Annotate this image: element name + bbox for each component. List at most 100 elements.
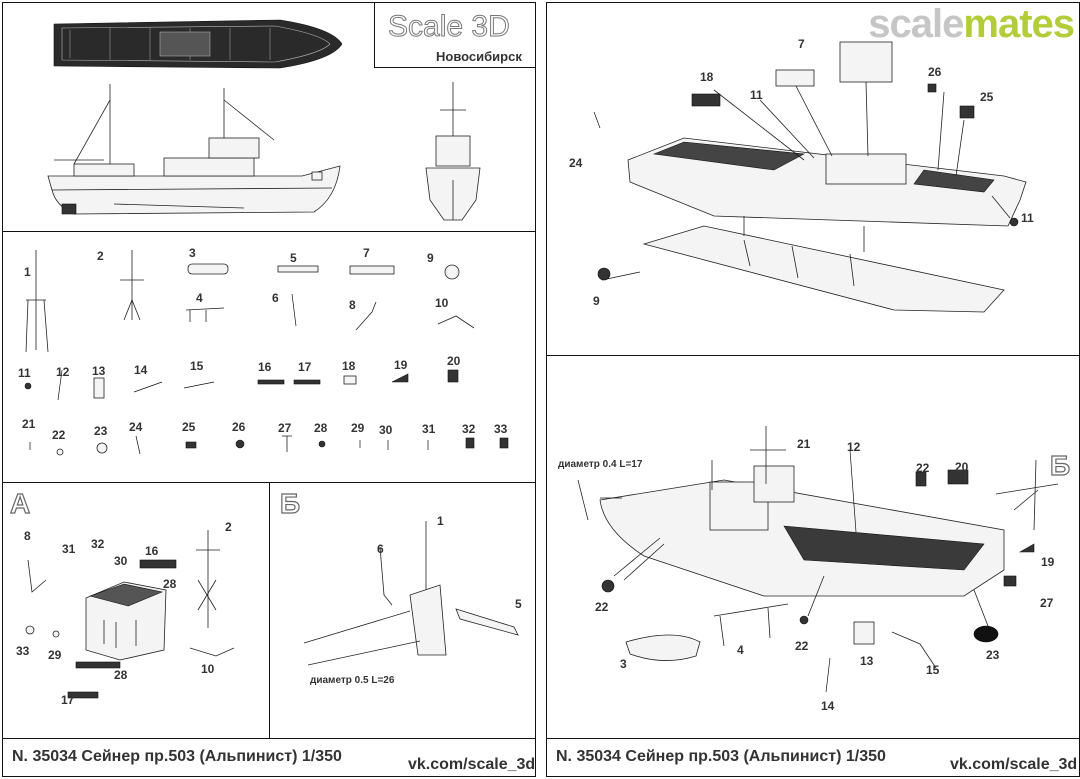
assembly-b-drawing [303, 521, 519, 666]
part-label-12: 12 [56, 365, 70, 379]
part-label-14: 14 [134, 363, 148, 377]
b-label-5: 5 [515, 597, 522, 611]
final-label-27: 27 [1040, 596, 1054, 610]
a-label-16: 16 [145, 544, 159, 558]
final-label-22c: 22 [795, 639, 809, 653]
a-label-28a: 28 [163, 577, 177, 591]
a-label-32: 32 [91, 537, 105, 551]
part-18 [343, 375, 357, 385]
part-label-27: 27 [278, 421, 292, 435]
part-10 [437, 315, 475, 329]
a-label-30: 30 [114, 554, 128, 568]
part-label-25: 25 [182, 420, 196, 434]
assembly-a-drawing [25, 530, 235, 699]
part-label-7: 7 [363, 246, 370, 260]
part-9 [444, 264, 460, 280]
left-outer-frame [2, 2, 536, 777]
final-label-15: 15 [926, 663, 940, 677]
part-label-4: 4 [196, 291, 203, 305]
a-label-28b: 28 [114, 668, 128, 682]
divider-vert [269, 482, 270, 738]
main-label-24: 24 [569, 156, 583, 170]
main-label-26: 26 [928, 65, 942, 79]
watermark-part1: scale [868, 2, 964, 46]
part-19 [391, 373, 409, 383]
part-label-31: 31 [422, 422, 436, 436]
final-label-23: 23 [986, 648, 1000, 662]
main-label-11b: 11 [1021, 211, 1034, 225]
b-label-6: 6 [377, 542, 384, 556]
part-12 [57, 369, 63, 401]
part-11 [24, 382, 32, 390]
part-16 [257, 379, 285, 385]
part-1 [25, 250, 49, 353]
ship-top-view [53, 19, 343, 69]
ship-side-view [47, 84, 341, 215]
final-label-12: 12 [847, 440, 861, 454]
part-20 [447, 369, 459, 383]
a-label-10: 10 [201, 662, 215, 676]
part-label-23: 23 [94, 424, 108, 438]
part-8 [355, 301, 377, 331]
right-divider-top [546, 355, 1080, 356]
right-sheet: 7 18 11 26 25 24 11 9 Б диаметр 0.4 L=17… [544, 0, 1080, 779]
footer-site-left: vk.com/scale_3d [408, 756, 536, 773]
part-13 [93, 377, 105, 399]
section-a-label: А [9, 488, 31, 519]
right-divider-bottom [546, 738, 1080, 739]
part-label-8: 8 [349, 298, 356, 312]
part-label-10: 10 [435, 296, 449, 310]
part-label-17: 17 [298, 360, 312, 374]
small-parts-row [29, 435, 509, 456]
ship-front-view [425, 82, 481, 221]
a-label-31: 31 [62, 542, 76, 556]
a-label-2: 2 [225, 520, 232, 534]
part-label-11: 11 [18, 366, 31, 380]
part-4 [185, 307, 225, 322]
section-b-label-left: Б [279, 488, 301, 519]
part-17 [293, 379, 321, 385]
brand-name: Scale 3D [388, 10, 511, 44]
part-label-9: 9 [427, 251, 434, 265]
parts-sheet [24, 250, 509, 456]
final-assembly-drawing [577, 426, 1059, 693]
final-label-14: 14 [821, 699, 835, 713]
final-label-22b: 22 [595, 600, 609, 614]
main-label-18: 18 [700, 70, 714, 84]
part-label-6: 6 [272, 291, 279, 305]
brand-city: Новосибирск [436, 49, 522, 64]
part-label-18: 18 [342, 359, 356, 373]
final-label-3: 3 [620, 657, 627, 671]
footer-title-left: N. 35034 Сейнер пр.503 (Альпинист) 1/350 [12, 748, 342, 765]
part-7 [349, 265, 395, 275]
part-label-13: 13 [92, 364, 106, 378]
part-label-32: 32 [462, 422, 476, 436]
part-label-1: 1 [24, 265, 31, 279]
part-label-16: 16 [258, 360, 272, 374]
main-label-25: 25 [980, 90, 994, 104]
divider-bottom [2, 738, 536, 739]
part-15 [183, 381, 215, 389]
a-label-8: 8 [24, 529, 31, 543]
footer-site-right: vk.com/scale_3d [950, 756, 1078, 773]
wire-note-05: диаметр 0.5 L=26 [310, 675, 395, 686]
final-label-20: 20 [955, 460, 969, 474]
section-b-label-right: Б [1049, 450, 1071, 481]
a-label-29: 29 [48, 648, 62, 662]
final-label-22a: 22 [916, 461, 930, 475]
part-label-15: 15 [190, 359, 204, 373]
part-label-22: 22 [52, 428, 66, 442]
final-label-4: 4 [737, 643, 744, 657]
part-label-28: 28 [314, 421, 328, 435]
hull-assembly-drawing [593, 41, 1027, 313]
b-label-1: 1 [437, 514, 444, 528]
part-label-19: 19 [394, 358, 408, 372]
part-label-33: 33 [494, 422, 508, 436]
part-6 [291, 293, 297, 327]
watermark-part2: mates [963, 2, 1075, 46]
part-3 [187, 263, 229, 275]
part-label-2: 2 [97, 249, 104, 263]
part-label-30: 30 [379, 423, 393, 437]
left-sheet: Scale 3D Новосибирск [0, 0, 538, 779]
main-label-9: 9 [593, 294, 600, 308]
